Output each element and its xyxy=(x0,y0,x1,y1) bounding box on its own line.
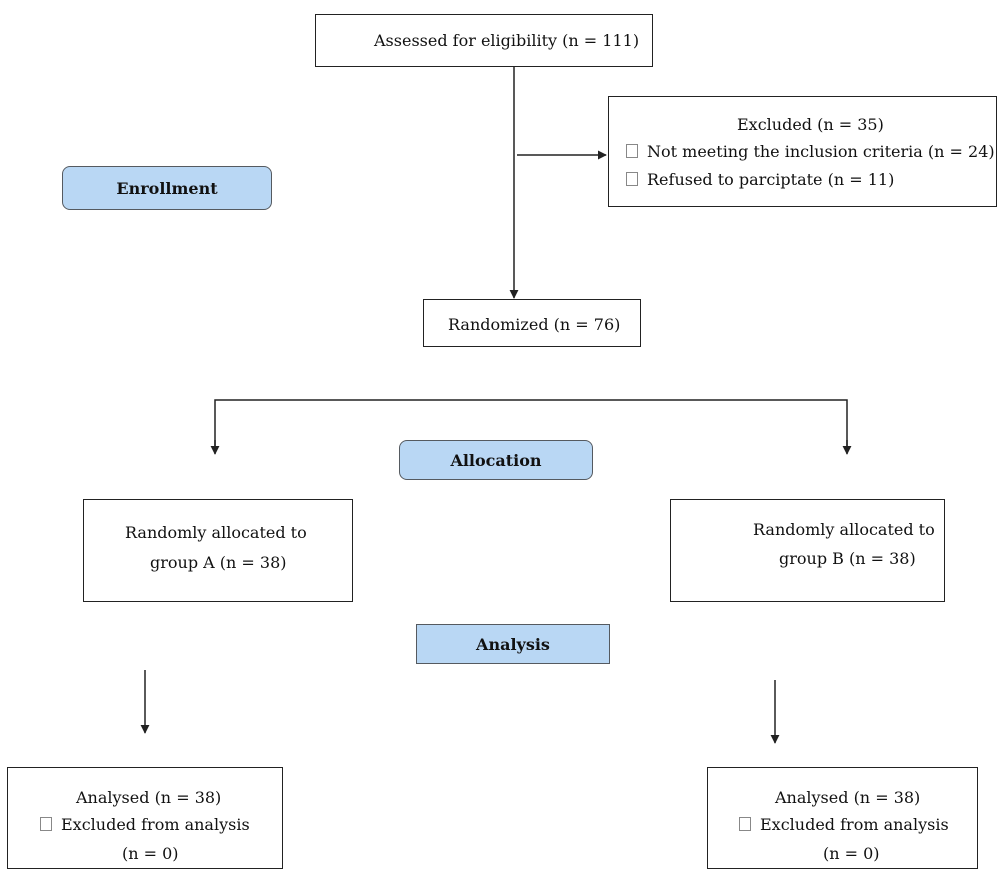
phase-label-allocation-text: Allocation xyxy=(450,450,542,470)
excluded-item: Not meeting the inclusion criteria (n = … xyxy=(626,142,995,161)
excluded-item: Refused to parciptate (n = 11) xyxy=(626,170,894,189)
assessed-box: Assessed for eligibility (n = 111) xyxy=(315,14,653,67)
group-a-analysed-box: Analysed (n = 38) Excluded from analysis… xyxy=(7,767,283,869)
checkbox-icon xyxy=(739,817,751,831)
group-b-excluded-count: (n = 0) xyxy=(823,844,880,863)
group-b-analysed-text: Analysed (n = 38) xyxy=(775,788,921,807)
randomized-box: Randomized (n = 76) xyxy=(423,299,641,347)
randomized-text: Randomized (n = 76) xyxy=(448,315,621,334)
group-b-excluded-text: Excluded from analysis xyxy=(760,815,949,834)
group-a-excluded-text: Excluded from analysis xyxy=(61,815,250,834)
excluded-item-text: Refused to parciptate (n = 11) xyxy=(647,170,895,189)
phase-label-analysis: Analysis xyxy=(416,624,610,664)
checkbox-icon xyxy=(626,144,638,158)
group-a-excluded-count: (n = 0) xyxy=(122,844,179,863)
checkbox-icon xyxy=(40,817,52,831)
phase-label-allocation: Allocation xyxy=(399,440,593,480)
group-b-excluded-item: Excluded from analysis xyxy=(739,815,949,834)
phase-label-enrollment-text: Enrollment xyxy=(116,178,218,198)
excluded-item-text: Not meeting the inclusion criteria (n = … xyxy=(647,142,995,161)
checkbox-icon xyxy=(626,172,638,186)
group-b-allocation-line1: Randomly allocated to xyxy=(753,520,935,539)
group-a-allocation-line2: group A (n = 38) xyxy=(150,553,287,572)
group-a-excluded-item: Excluded from analysis xyxy=(40,815,250,834)
group-a-allocation-box: Randomly allocated to group A (n = 38) xyxy=(83,499,353,602)
split-connector xyxy=(214,399,848,452)
group-a-allocation-line1: Randomly allocated to xyxy=(125,523,307,542)
phase-label-enrollment: Enrollment xyxy=(62,166,272,210)
group-b-analysed-box: Analysed (n = 38) Excluded from analysis… xyxy=(707,767,978,869)
phase-label-analysis-text: Analysis xyxy=(476,634,550,654)
excluded-box: Excluded (n = 35) Not meeting the inclus… xyxy=(608,96,997,207)
group-b-allocation-line2: group B (n = 38) xyxy=(779,549,916,568)
group-b-allocation-box: Randomly allocated to group B (n = 38) xyxy=(670,499,945,602)
group-a-analysed-text: Analysed (n = 38) xyxy=(76,788,222,807)
excluded-title: Excluded (n = 35) xyxy=(737,115,884,134)
assessed-text: Assessed for eligibility (n = 111) xyxy=(374,31,640,50)
